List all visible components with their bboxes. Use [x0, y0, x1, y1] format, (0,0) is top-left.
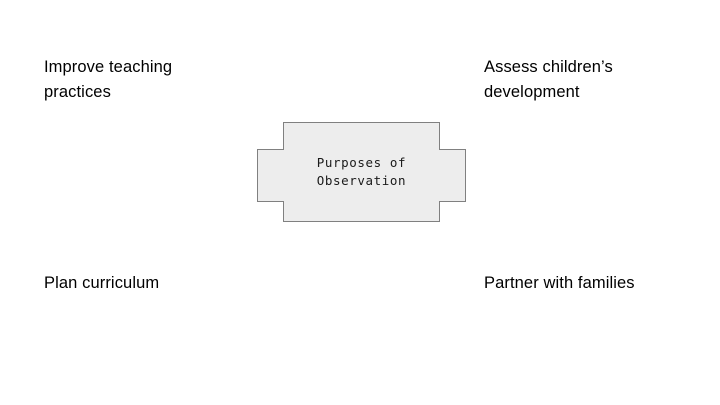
label-partner-with-families: Partner with families	[484, 274, 635, 292]
label-improve-teaching-practices: Improve teaching practices	[44, 58, 173, 101]
label-assess-childrens-development: Assess children’s development	[484, 58, 613, 101]
label-plan-curriculum: Plan curriculum	[44, 274, 160, 292]
cross-shape[interactable]: Purposes of Observation	[257, 122, 466, 222]
cross-shape-outline	[257, 122, 466, 222]
